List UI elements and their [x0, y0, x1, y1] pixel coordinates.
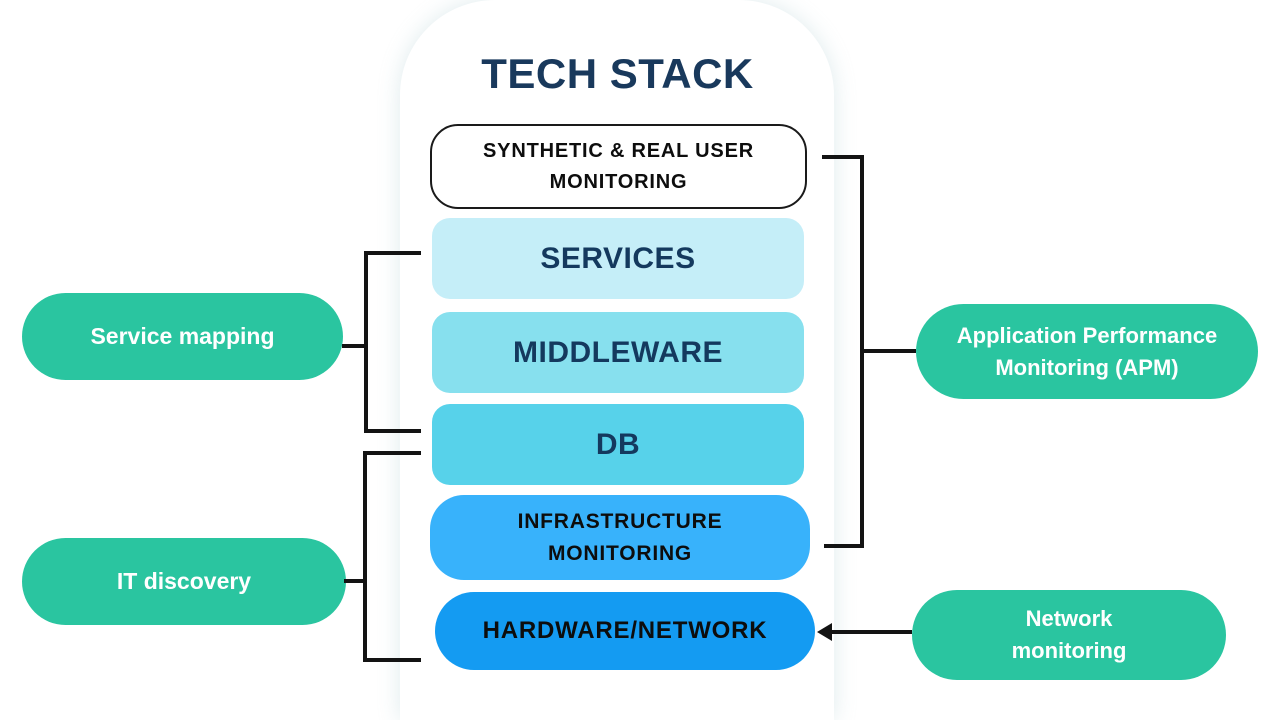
annotation-service-mapping: Service mapping [22, 293, 343, 380]
bracket-it-discovery-vertical [363, 451, 367, 662]
annotation-label: Service mapping [90, 322, 275, 349]
bracket-apm-vertical [860, 155, 864, 548]
annotation-apm: Application Performance Monitoring (APM) [916, 304, 1258, 399]
layer-label: INFRASTRUCTURE MONITORING [517, 510, 723, 565]
layer-label: SYNTHETIC & REAL USER MONITORING [483, 139, 754, 193]
arrow-left-icon [817, 623, 832, 641]
bracket-it-discovery-connector [344, 579, 363, 583]
diagram-title: TECH STACK [481, 50, 754, 97]
stack-layer-middleware: MIDDLEWARE [432, 312, 804, 393]
annotation-label: IT discovery [116, 567, 252, 594]
annotation-label: Application Performance Monitoring (APM) [956, 322, 1218, 380]
stack-layer-services: SERVICES [432, 218, 804, 299]
layer-label: DB [595, 427, 641, 461]
layer-label: MIDDLEWARE [513, 335, 723, 369]
stack-layer-db: DB [432, 404, 804, 485]
network-monitoring-arrow-line [831, 630, 912, 634]
bracket-service-mapping-connector [342, 344, 364, 348]
annotation-network-monitoring: Network monitoring [912, 590, 1226, 680]
bracket-apm-bottom-arm [824, 544, 864, 548]
stack-layer-infrastructure-monitoring: INFRASTRUCTURE MONITORING [430, 495, 810, 580]
bracket-apm-top-arm [822, 155, 864, 159]
bracket-service-mapping-top-arm [364, 251, 421, 255]
bracket-apm-connector [864, 349, 916, 353]
bracket-it-discovery-bottom-arm [363, 658, 421, 662]
stack-layer-synthetic-real-user-monitoring: SYNTHETIC & REAL USER MONITORING [430, 124, 807, 209]
stack-layer-hardware-network: HARDWARE/NETWORK [435, 592, 815, 670]
bracket-it-discovery-top-arm [363, 451, 421, 455]
bracket-service-mapping-vertical [364, 251, 368, 433]
layer-label: SERVICES [540, 241, 696, 275]
bracket-service-mapping-bottom-arm [364, 429, 421, 433]
layer-label: HARDWARE/NETWORK [482, 617, 768, 644]
annotation-label: Network monitoring [1011, 606, 1127, 663]
annotation-it-discovery: IT discovery [22, 538, 346, 625]
